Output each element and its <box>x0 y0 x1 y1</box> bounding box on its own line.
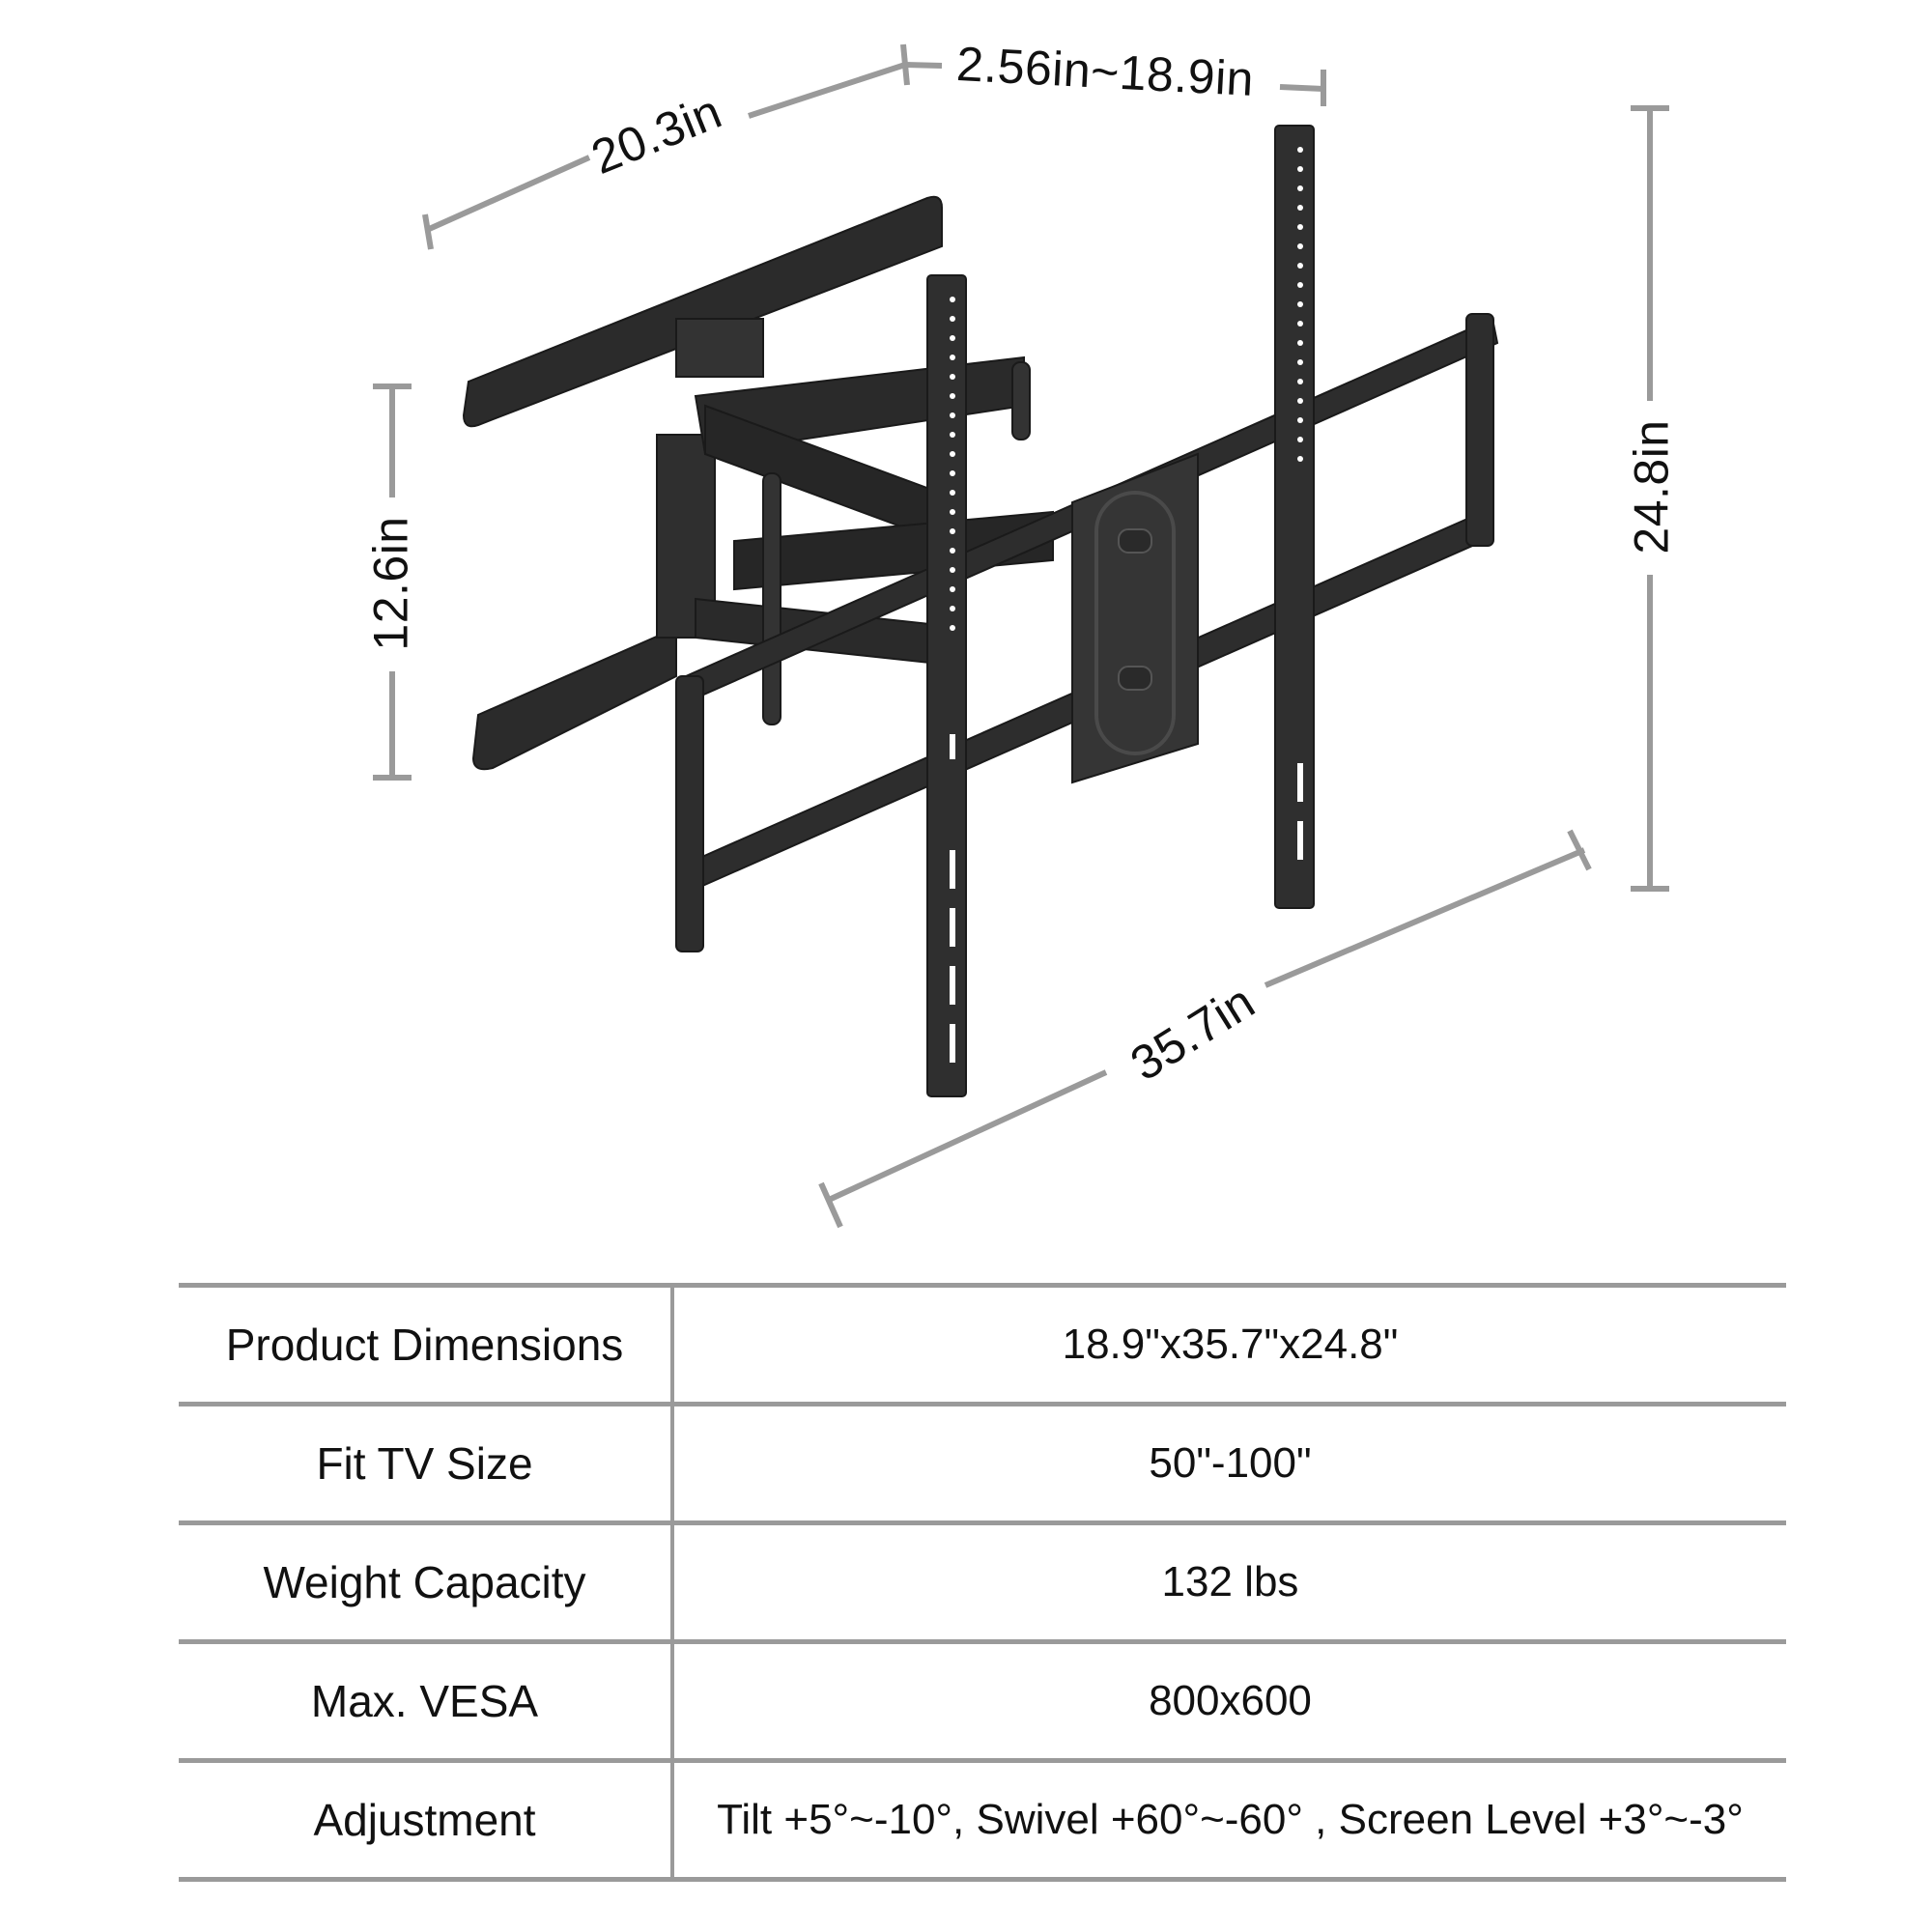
vesa-holes <box>950 147 1303 1063</box>
spec-value: 18.9"x35.7"x24.8" <box>672 1283 1786 1406</box>
table-row: Product Dimensions 18.9"x35.7"x24.8" <box>179 1283 1786 1406</box>
table-row: Weight Capacity 132 lbs <box>179 1520 1786 1644</box>
spec-value: Tilt +5°~-10°, Swivel +60°~-60° , Screen… <box>672 1758 1786 1882</box>
spec-table: Product Dimensions 18.9"x35.7"x24.8" Fit… <box>179 1283 1786 1882</box>
spec-value: 132 lbs <box>672 1520 1786 1644</box>
tv-mount-illustration <box>373 43 1669 1229</box>
product-diagram: 20.3in 2.56in~18.9in 12.6in 24.8in 35.7i… <box>363 37 1679 1229</box>
dimension-wall-plate-height: 12.6in <box>363 516 418 651</box>
mount-body <box>462 125 1499 1097</box>
table-row: Fit TV Size 50"-100" <box>179 1402 1786 1525</box>
spec-value: 50"-100" <box>672 1402 1786 1525</box>
table-row: Adjustment Tilt +5°~-10°, Swivel +60°~-6… <box>179 1758 1786 1882</box>
spec-label: Weight Capacity <box>179 1520 674 1644</box>
spec-value: 800x600 <box>672 1639 1786 1763</box>
spec-label: Product Dimensions <box>179 1283 674 1406</box>
dimension-lines <box>373 43 1669 1229</box>
table-row: Max. VESA 800x600 <box>179 1639 1786 1763</box>
dimension-overall-height: 24.8in <box>1624 419 1679 554</box>
spec-label: Adjustment <box>179 1758 674 1882</box>
spec-label: Max. VESA <box>179 1639 674 1763</box>
spec-label: Fit TV Size <box>179 1402 674 1525</box>
